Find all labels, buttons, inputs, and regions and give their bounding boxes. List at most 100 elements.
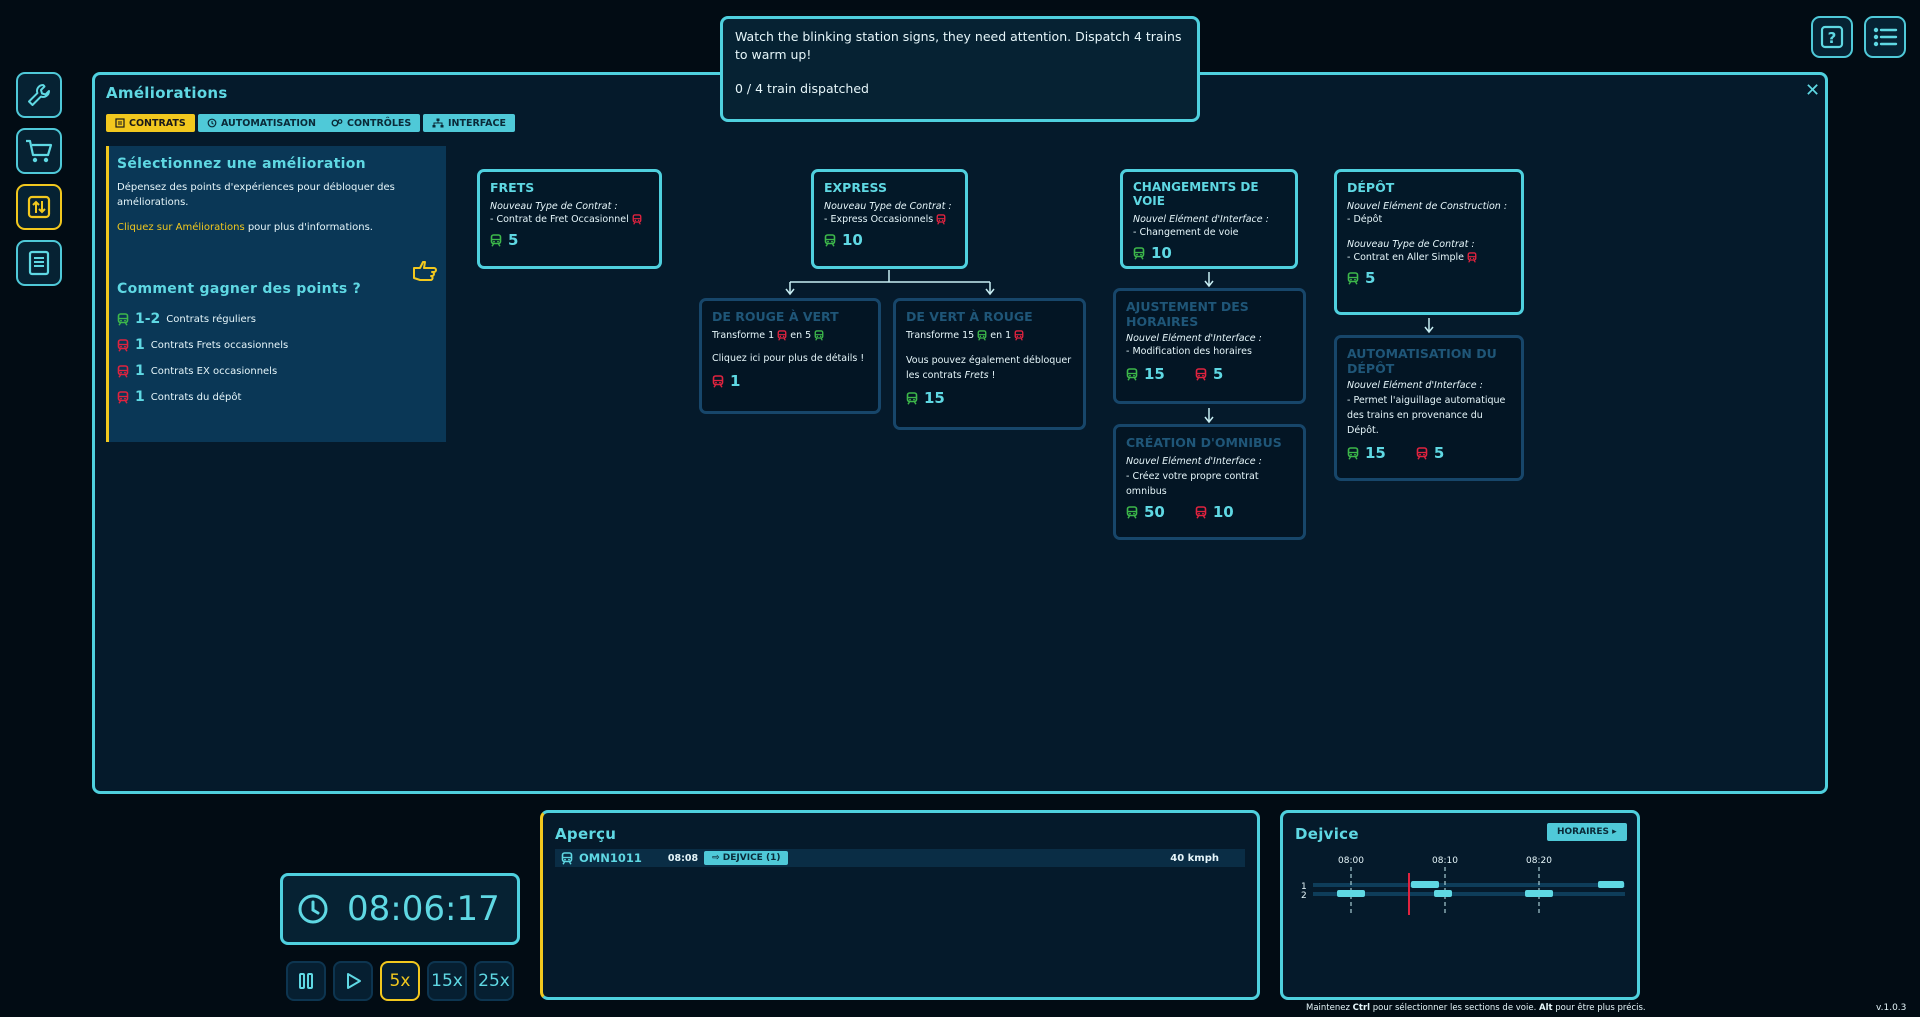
card-cost: 10 xyxy=(824,231,955,249)
upgrades-help-link[interactable]: Cliquez sur Améliorations xyxy=(117,222,245,233)
pause-button[interactable] xyxy=(286,961,326,1001)
wrench-button[interactable] xyxy=(16,72,62,118)
card-cost: 5 xyxy=(1347,269,1511,287)
tab-label: Automatisation xyxy=(221,117,316,129)
upgrade-card-ajustement-horaires[interactable]: Ajustement des horaires Nouvel Elément d… xyxy=(1113,288,1306,404)
upgrades-button[interactable] xyxy=(16,184,62,230)
notification-message: Watch the blinking station signs, they n… xyxy=(735,29,1182,62)
tab-label: Contrats xyxy=(129,117,186,129)
points-value: 1 xyxy=(135,363,145,379)
card-title: Express xyxy=(824,180,887,195)
green-train-icon xyxy=(824,234,836,247)
card-cost: 1 xyxy=(712,372,868,390)
card-subtitle: Nouvel Elément d'Interface : xyxy=(1347,380,1483,391)
points-value: 1-2 xyxy=(135,311,161,327)
journal-button[interactable] xyxy=(16,240,62,286)
shop-button[interactable] xyxy=(16,128,62,174)
upgrade-card-vert-rouge[interactable]: De vert à rouge Transforme 15 en 1 Vous … xyxy=(893,298,1086,430)
card-text: Transforme 1 xyxy=(712,330,775,341)
cost-red: 10 xyxy=(1212,503,1234,521)
card-subtitle: Nouvel Elément d'Interface : xyxy=(1126,333,1262,344)
tutorial-notification: Watch the blinking station signs, they n… xyxy=(720,16,1200,122)
tab-contrats[interactable]: Contrats xyxy=(106,114,195,132)
points-row-regular: 1-2 Contrats réguliers xyxy=(117,311,438,327)
upgrades-icon xyxy=(27,195,51,219)
card-text: ! xyxy=(988,370,996,381)
speed-5x-button[interactable]: 5x xyxy=(380,961,420,1001)
notification-progress: 0 / 4 train dispatched xyxy=(735,81,869,96)
card-cost: 10 xyxy=(1133,244,1285,262)
timetable-button[interactable]: HORAIRES ▸ xyxy=(1547,823,1627,841)
card-subtitle: Nouvel Elément de Construction : xyxy=(1347,201,1508,212)
close-button[interactable]: ✕ xyxy=(1805,80,1821,101)
timeline-tick: 08:10 xyxy=(1432,856,1458,866)
points-label: Contrats Frets occasionnels xyxy=(150,339,289,351)
cost-green: 10 xyxy=(842,231,863,249)
tab-controles[interactable]: Contrôles xyxy=(322,114,421,132)
green-train-icon xyxy=(1126,368,1138,381)
upgrade-card-creation-omnibus[interactable]: Création d'omnibus Nouvel Elément d'Inte… xyxy=(1113,424,1306,540)
pointing-hand-icon xyxy=(412,259,438,284)
menu-button[interactable] xyxy=(1864,16,1906,58)
help-icon: ? xyxy=(1820,25,1844,49)
green-train-icon xyxy=(1133,247,1145,260)
card-subtitle: Nouvel Elément d'Interface : xyxy=(1133,214,1269,225)
green-train-icon xyxy=(906,392,918,405)
tab-automatisation[interactable]: Automatisation xyxy=(198,114,325,132)
train-icon xyxy=(561,852,573,865)
card-text: - Créez votre propre contrat omnibus xyxy=(1126,471,1259,497)
upgrade-card-changements-de-voie[interactable]: Changements de voie Nouvel Elément d'Int… xyxy=(1120,169,1298,269)
tab-label: Interface xyxy=(448,117,506,129)
play-button[interactable] xyxy=(333,961,373,1001)
overview-title: Aperçu xyxy=(555,825,617,843)
tab-interface[interactable]: Interface xyxy=(423,114,515,132)
upgrade-card-rouge-vert[interactable]: De rouge à vert Transforme 1 en 5 Clique… xyxy=(699,298,881,414)
help-button[interactable]: ? xyxy=(1811,16,1853,58)
clock-icon xyxy=(298,894,328,924)
upgrade-card-automatisation-depot[interactable]: Automatisation du dépôt Nouvel Elément d… xyxy=(1334,335,1524,481)
train-destination-button[interactable]: ⇨ DEJVICE (1) xyxy=(704,851,789,865)
card-title: Changements de voie xyxy=(1133,180,1259,208)
card-subtitle: Nouveau Type de Contrat : xyxy=(824,201,952,212)
speed-25x-button[interactable]: 25x xyxy=(474,961,514,1001)
points-value: 1 xyxy=(135,389,145,405)
card-text: - Contrat en Aller Simple xyxy=(1347,252,1464,263)
cost-red: 5 xyxy=(1433,444,1445,462)
info-description: Dépensez des points d'expériences pour d… xyxy=(117,182,395,208)
upgrades-title: Améliorations xyxy=(106,84,228,102)
card-text: Cliquez ici pour plus de détails ! xyxy=(712,353,865,364)
game-clock: 08:06:17 xyxy=(280,873,520,945)
red-train-icon xyxy=(712,375,724,388)
train-time: 08:08 xyxy=(667,852,699,864)
history-icon xyxy=(207,118,217,128)
pause-icon xyxy=(299,973,313,989)
cart-icon xyxy=(26,139,53,163)
green-train-icon xyxy=(1347,447,1359,460)
points-value: 1 xyxy=(135,337,145,353)
hint-text: pour être plus précis. xyxy=(1552,1003,1646,1013)
card-cost: 5 xyxy=(490,231,649,249)
version-label: v.1.0.3 xyxy=(1876,1003,1907,1013)
card-cost: 15 xyxy=(906,389,1073,407)
upgrade-card-express[interactable]: Express Nouveau Type de Contrat : - Expr… xyxy=(811,169,968,269)
speed-15x-button[interactable]: 15x xyxy=(427,961,467,1001)
green-train-icon xyxy=(490,234,502,247)
card-text: Transforme 15 xyxy=(906,330,975,341)
track-label: 1 xyxy=(1301,882,1307,892)
timeline-tick: 08:20 xyxy=(1526,856,1552,866)
train-row[interactable]: OMN1011 08:08 ⇨ DEJVICE (1) 40 kmph xyxy=(555,849,1245,867)
upgrade-card-depot[interactable]: Dépôt Nouvel Elément de Construction : -… xyxy=(1334,169,1524,315)
station-title: Dejvice xyxy=(1295,825,1359,843)
red-train-icon xyxy=(936,214,946,225)
points-row-frets: 1 Contrats Frets occasionnels xyxy=(117,337,438,353)
upgrade-card-frets[interactable]: Frets Nouveau Type de Contrat : - Contra… xyxy=(477,169,662,269)
station-timeline: 08:00 08:10 08:20 1 2 xyxy=(1301,856,1625,915)
sitemap-icon xyxy=(432,118,444,128)
hint-text: Maintenez xyxy=(1306,1003,1353,1013)
card-title: Frets xyxy=(490,180,535,195)
points-label: Contrats réguliers xyxy=(166,313,256,325)
train-id: OMN1011 xyxy=(579,851,642,865)
cost-green: 15 xyxy=(1365,444,1386,462)
tab-label: Contrôles xyxy=(347,117,412,129)
